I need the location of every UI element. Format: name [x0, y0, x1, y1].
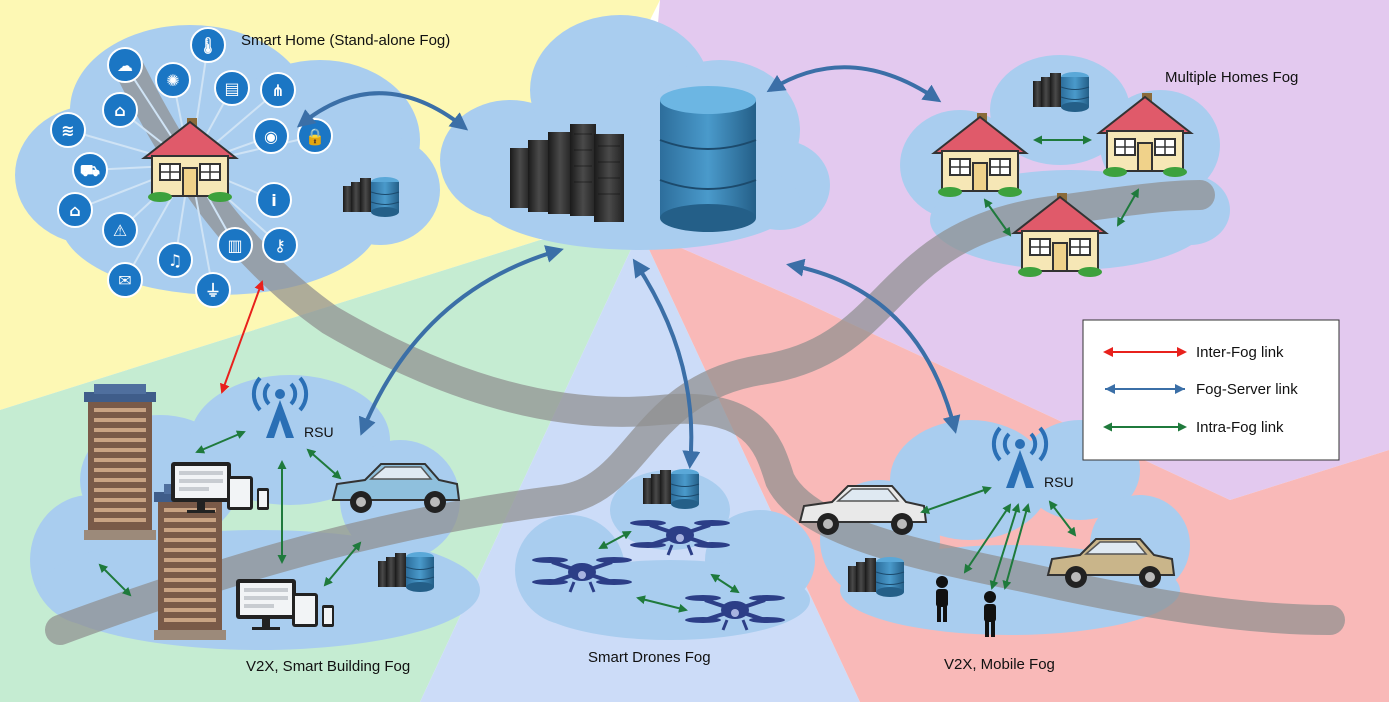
- plug-icon: ⏚: [195, 272, 231, 308]
- intra-fog-link: [920, 486, 992, 514]
- intra-fog-link: [636, 595, 688, 613]
- smart-drones-label: Smart Drones Fog: [588, 649, 711, 666]
- smart-home-fog-node-icon: [342, 176, 400, 218]
- inter-fog-link: [220, 280, 264, 394]
- legend-inter-fog-label: Inter-Fog link: [1196, 344, 1284, 361]
- intra-fog-link: [98, 563, 132, 597]
- camera-icon: ⛟: [72, 152, 108, 188]
- alarm-icon: ⚠: [102, 212, 138, 248]
- intra-fog-link: [598, 531, 632, 549]
- cloud-weather-icon: ☁: [107, 47, 143, 83]
- thermometer-icon: 🌡: [190, 27, 226, 63]
- window-blinds-icon: ▤: [214, 70, 250, 106]
- legend-intra-fog-label: Intra-Fog link: [1196, 419, 1284, 436]
- svg-text:≋: ≋: [61, 121, 74, 140]
- intra-fog-link: [1002, 503, 1031, 590]
- router-icon: ⌂: [102, 92, 138, 128]
- svg-text:♫: ♫: [168, 251, 182, 270]
- key-icon: ⚷: [262, 227, 298, 263]
- drones-fog-node-icon: [642, 468, 700, 510]
- smart-home-label: Smart Home (Stand-alone Fog): [241, 32, 450, 49]
- bulb-icon: ✺: [155, 62, 191, 98]
- cloud-server-rack-icon: [510, 124, 624, 222]
- svg-text:i: i: [271, 191, 276, 210]
- svg-text:▤: ▤: [224, 79, 239, 98]
- cloud-database-icon: [659, 86, 757, 232]
- svg-text:⋔: ⋔: [271, 81, 284, 100]
- svg-text:⚠: ⚠: [113, 221, 127, 240]
- svg-text:◉: ◉: [264, 127, 278, 146]
- eye-icon: ◉: [253, 118, 289, 154]
- fog-server-link-mobile: [786, 258, 961, 434]
- building-2-icon: [154, 484, 226, 640]
- multi-home-fog-node-icon: [1032, 71, 1090, 113]
- rsu-right-label: RSU: [1044, 474, 1074, 490]
- fog-server-link-home: [296, 91, 469, 131]
- legend: Inter-Fog link Fog-Server link Intra-Fog…: [1082, 319, 1340, 461]
- mobile-fog-label: V2X, Mobile Fog: [944, 656, 1055, 673]
- road-curve-2: [115, 55, 1345, 635]
- mobile-fog-node-icon: [847, 556, 905, 598]
- svg-text:⚷: ⚷: [274, 236, 286, 255]
- fog-server-link-drones: [632, 258, 701, 469]
- svg-text:☁: ☁: [117, 56, 133, 75]
- chart-icon: ▥: [217, 227, 253, 263]
- svg-text:✺: ✺: [166, 71, 179, 90]
- sensor-icon: ⋔: [260, 72, 296, 108]
- svg-text:⛟: ⛟: [80, 161, 100, 180]
- intra-fog-link: [306, 448, 342, 480]
- intra-fog-link: [710, 573, 740, 594]
- intra-fog-link: [195, 430, 246, 454]
- intra-fog-link: [1117, 188, 1139, 227]
- svg-text:▥: ▥: [227, 236, 242, 255]
- svg-text:⌂: ⌂: [69, 201, 80, 220]
- intra-fog-link: [323, 541, 362, 587]
- svg-text:🔒: 🔒: [305, 127, 325, 146]
- info-icon: i: [256, 182, 292, 218]
- svg-text:⏚: ⏚: [205, 281, 221, 300]
- fog-server-link-multi-home: [766, 65, 942, 103]
- intra-fog-link: [1048, 500, 1077, 537]
- smart-building-label: V2X, Smart Building Fog: [246, 658, 410, 675]
- multiple-homes-label: Multiple Homes Fog: [1165, 69, 1298, 86]
- music-icon: ♫: [157, 242, 193, 278]
- wifi-icon: ≋: [50, 112, 86, 148]
- fog-server-link-building: [358, 245, 564, 436]
- rsu-left-label: RSU: [304, 424, 334, 440]
- building-fog-node-icon: [377, 551, 435, 593]
- legend-fog-server-label: Fog-Server link: [1196, 381, 1298, 398]
- svg-text:✉: ✉: [118, 271, 131, 290]
- svg-text:⌂: ⌂: [114, 101, 125, 120]
- mail-icon: ✉: [107, 262, 143, 298]
- svg-text:🌡: 🌡: [198, 36, 218, 55]
- intra-fog-link: [983, 198, 1012, 237]
- building-1-icon: [84, 384, 156, 540]
- home-icon: ⌂: [57, 192, 93, 228]
